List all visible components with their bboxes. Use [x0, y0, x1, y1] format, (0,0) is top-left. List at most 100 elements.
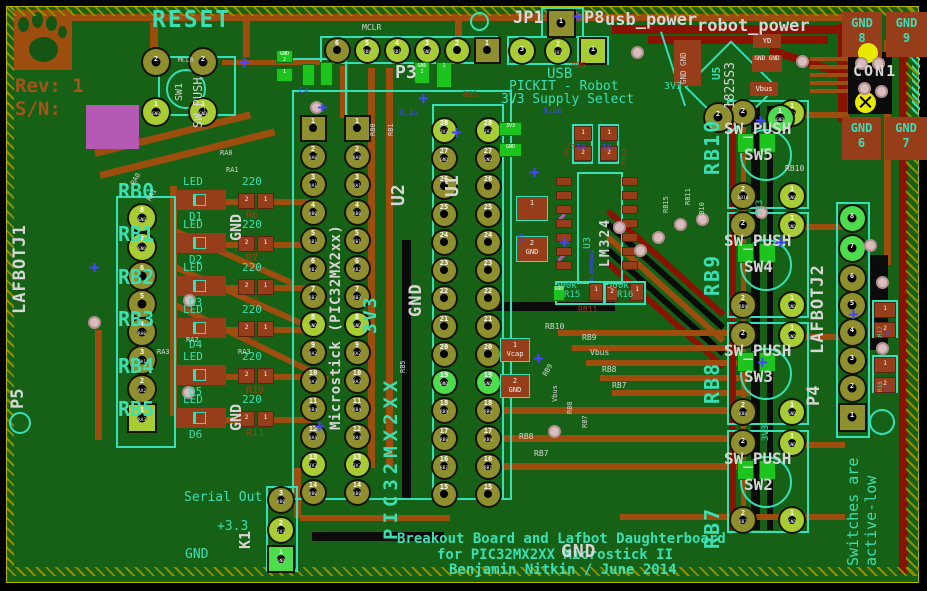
- u1-pad[interactable]: 22: [476, 286, 500, 310]
- p4-pad[interactable]: 4: [839, 319, 865, 345]
- u3-pad[interactable]: [622, 177, 638, 186]
- p4-pad[interactable]: 8: [839, 205, 865, 231]
- resistor-pad[interactable]: 2: [574, 146, 592, 161]
- u1-pad[interactable]: 25: [432, 202, 456, 226]
- u1-pad[interactable]: 20: [432, 342, 456, 366]
- smd-cap-pad[interactable]: [320, 62, 333, 86]
- switch-smd-pad[interactable]: [737, 243, 754, 263]
- smd-cap-pad[interactable]: GND 2: [414, 62, 430, 84]
- p4-pad[interactable]: 5: [839, 292, 865, 318]
- p4-pad[interactable]: 7: [839, 235, 865, 261]
- switch-smd-pad[interactable]: [759, 459, 776, 480]
- switch-smd-pad[interactable]: [759, 243, 776, 263]
- component-outline[interactable]: [598, 124, 619, 164]
- switch-outline[interactable]: [727, 212, 809, 318]
- resistor-pad[interactable]: 1: [874, 302, 896, 318]
- led-body[interactable]: [176, 190, 226, 210]
- p4-pad[interactable]: 2: [839, 375, 865, 401]
- sw1-pad[interactable]: 2: [143, 49, 169, 75]
- u3-pad[interactable]: [556, 191, 572, 200]
- switch-pad[interactable]: 2: [731, 431, 755, 455]
- component-outline[interactable]: [292, 90, 512, 500]
- switch-pad[interactable]: 2: [731, 323, 755, 347]
- jp1-pad[interactable]: 3: [510, 39, 534, 63]
- resistor-pad[interactable]: 2: [600, 146, 618, 161]
- resistor-pad[interactable]: 2: [606, 285, 618, 301]
- smd-cap-pad[interactable]: [302, 64, 315, 86]
- resistor-pad[interactable]: 2: [238, 279, 255, 295]
- resistor-pad[interactable]: 1: [874, 357, 896, 373]
- u3-pad[interactable]: [556, 205, 572, 214]
- component-outline[interactable]: [836, 202, 870, 438]
- u2-pad[interactable]: 1: [301, 116, 325, 140]
- resistor-pad[interactable]: 1: [630, 283, 644, 301]
- component-outline[interactable]: [577, 36, 609, 65]
- resistor-pad[interactable]: 1: [589, 283, 603, 301]
- switch-body-outline[interactable]: [740, 347, 792, 400]
- led-body[interactable]: [176, 408, 226, 428]
- switch-outline[interactable]: [727, 100, 809, 209]
- resistor-pad[interactable]: 2: [874, 377, 896, 393]
- resistor-pad[interactable]: 1: [257, 279, 274, 295]
- p4-pad[interactable]: 1: [839, 404, 865, 430]
- u3-pad[interactable]: [556, 219, 572, 228]
- p4-pad[interactable]: 6: [839, 265, 865, 291]
- u1-pad[interactable]: 23: [476, 258, 500, 282]
- p3-pad[interactable]: 1: [475, 38, 499, 62]
- switch-smd-pad[interactable]: [737, 132, 754, 153]
- resistor-pad[interactable]: 1: [257, 193, 274, 209]
- jp1-pad[interactable]: 1: [548, 10, 574, 36]
- u1-pad[interactable]: 15: [476, 482, 500, 506]
- switch-pad[interactable]: 2: [731, 101, 755, 125]
- resistor-pad[interactable]: 1: [257, 368, 274, 384]
- resistor-pad[interactable]: 1: [600, 126, 618, 141]
- u3-pad[interactable]: [622, 233, 638, 242]
- switch-smd-pad[interactable]: [737, 459, 754, 480]
- u5-pad-gnd[interactable]: GND GND: [752, 55, 782, 72]
- smd-cap-pad[interactable]: 3V3: [499, 122, 522, 136]
- u1-pad[interactable]: 23: [432, 258, 456, 282]
- u3-pad[interactable]: [556, 261, 572, 270]
- u3-pad[interactable]: [622, 261, 638, 270]
- led-body[interactable]: [176, 365, 226, 385]
- p3-pad[interactable]: 2: [445, 38, 469, 62]
- resistor-pad[interactable]: 2: [238, 236, 255, 252]
- resistor-pad[interactable]: 2: [238, 368, 255, 384]
- u1-pad[interactable]: 22: [432, 286, 456, 310]
